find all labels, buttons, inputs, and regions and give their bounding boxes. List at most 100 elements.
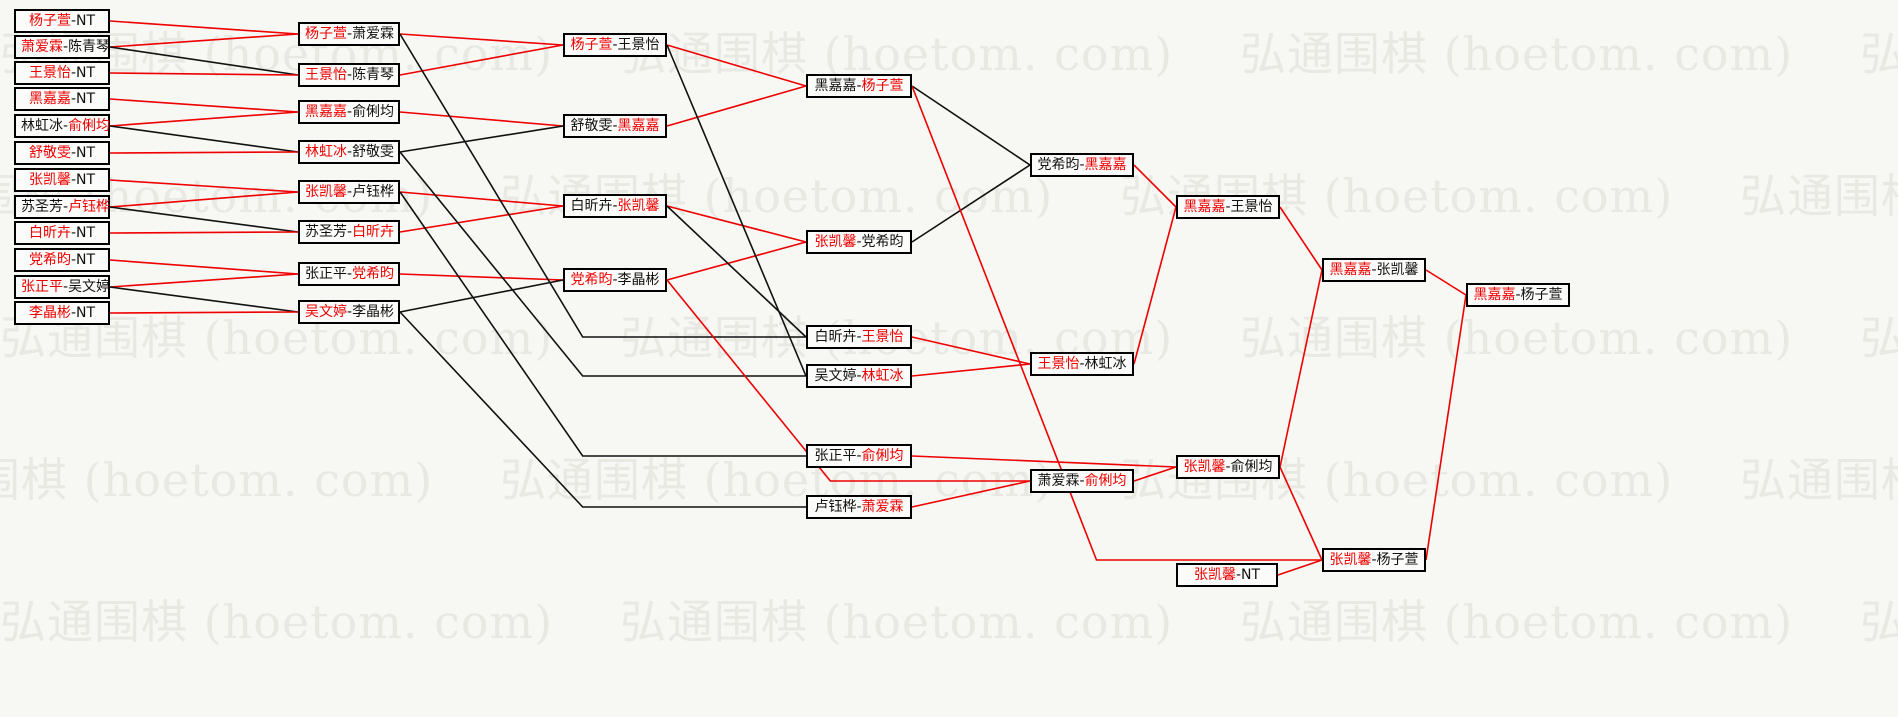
vs-separator: - (1079, 157, 1085, 173)
player-right: 黑嘉嘉 (1084, 157, 1127, 173)
match-connector (109, 231, 299, 234)
match-node[interactable]: 王景怡-林虹冰 (1030, 352, 1134, 376)
match-node[interactable]: 林虹冰-舒敬雯 (298, 140, 400, 164)
vs-separator: - (1371, 262, 1377, 278)
match-node[interactable]: 萧爱霖-俞俐均 (1030, 469, 1134, 493)
match-node[interactable]: 吴文婷-李晶彬 (298, 300, 400, 324)
match-node[interactable]: 萧爱霖-陈青琴 (14, 35, 110, 59)
match-node[interactable]: 黑嘉嘉-杨子萱 (806, 74, 912, 98)
player-left: 舒敬雯 (28, 145, 71, 161)
player-right: 王景怡 (617, 37, 660, 53)
player-left: 吴文婷 (814, 368, 857, 384)
player-left: 张正平 (305, 266, 347, 282)
match-node[interactable]: 党希昀-李晶彬 (563, 268, 667, 292)
player-right: NT (76, 172, 96, 188)
match-connector (109, 206, 299, 233)
match-node[interactable]: 张正平-党希昀 (298, 262, 400, 286)
match-connector (399, 111, 564, 127)
vs-separator: - (1371, 552, 1377, 568)
vs-separator: - (63, 279, 69, 295)
player-right: 卢钰桦 (352, 184, 395, 200)
player-right: 党希昀 (861, 234, 904, 250)
match-connector (399, 191, 564, 207)
match-node[interactable]: 张凯馨-NT (14, 168, 110, 192)
match-connector (911, 85, 1031, 166)
player-left: 张凯馨 (1183, 459, 1226, 475)
player-left: 杨子萱 (570, 37, 613, 53)
vs-separator: - (347, 144, 353, 160)
match-node[interactable]: 苏圣芳-白昕卉 (298, 220, 400, 244)
match-connector (109, 311, 299, 314)
player-left: 吴文婷 (305, 304, 347, 320)
vs-separator: - (347, 26, 353, 42)
match-connector (666, 205, 807, 338)
vs-separator: - (70, 225, 77, 241)
match-node[interactable]: 黑嘉嘉-杨子萱 (1466, 283, 1570, 307)
vs-separator: - (856, 329, 862, 345)
vs-separator: - (1225, 199, 1231, 215)
match-node[interactable]: 张凯馨-杨子萱 (1322, 548, 1426, 572)
match-node[interactable]: 卢钰桦-萧爱霖 (806, 495, 912, 519)
match-node[interactable]: 张凯馨-党希昀 (806, 230, 912, 254)
match-connector (399, 279, 564, 313)
match-node[interactable]: 张凯馨-NT (1176, 563, 1278, 587)
player-right: 俞俐均 (861, 448, 904, 464)
match-node[interactable]: 黑嘉嘉-王景怡 (1176, 195, 1280, 219)
match-node[interactable]: 王景怡-NT (14, 61, 110, 85)
match-connector (1279, 269, 1323, 468)
match-connector (399, 273, 564, 281)
player-right: 萧爱霖 (861, 499, 904, 515)
match-node[interactable]: 白昕卉-王景怡 (806, 325, 912, 349)
match-node[interactable]: 舒敬雯-NT (14, 141, 110, 165)
match-connector (399, 151, 806, 377)
match-node[interactable]: 张正平-俞俐均 (806, 444, 912, 468)
vs-separator: - (1225, 459, 1231, 475)
match-connector (666, 205, 807, 243)
match-node[interactable]: 杨子萱-NT (14, 9, 110, 33)
player-left: 党希昀 (570, 272, 613, 288)
match-node[interactable]: 舒敬雯-黑嘉嘉 (563, 114, 667, 138)
match-node[interactable]: 苏圣芳-卢钰桦 (14, 195, 110, 219)
match-node[interactable]: 张正平-吴文婷 (14, 275, 110, 299)
match-node[interactable]: 黑嘉嘉-张凯馨 (1322, 258, 1426, 282)
match-node[interactable]: 白昕卉-NT (14, 221, 110, 245)
player-left: 张凯馨 (1193, 567, 1236, 583)
vs-separator: - (347, 67, 353, 83)
match-connector (109, 46, 299, 76)
match-connector (399, 191, 806, 457)
player-left: 杨子萱 (28, 13, 71, 29)
match-node[interactable]: 黑嘉嘉-NT (14, 87, 110, 111)
match-node[interactable]: 杨子萱-王景怡 (563, 33, 667, 57)
match-node[interactable]: 林虹冰-俞俐均 (14, 114, 110, 138)
match-connector (911, 363, 1031, 377)
match-connector (399, 33, 564, 46)
player-left: 张正平 (814, 448, 857, 464)
player-right: 林虹冰 (1084, 356, 1127, 372)
vs-separator: - (347, 224, 353, 240)
match-node[interactable]: 黑嘉嘉-俞俐均 (298, 100, 400, 124)
vs-separator: - (63, 199, 69, 215)
match-connector (666, 44, 807, 377)
match-node[interactable]: 党希昀-NT (14, 248, 110, 272)
player-right: NT (1241, 567, 1261, 583)
match-connector (109, 20, 299, 35)
match-node[interactable]: 杨子萱-萧爱霖 (298, 22, 400, 46)
player-right: 王景怡 (1230, 199, 1273, 215)
match-node[interactable]: 白昕卉-张凯馨 (563, 194, 667, 218)
vs-separator: - (347, 104, 353, 120)
match-node[interactable]: 王景怡-陈青琴 (298, 63, 400, 87)
player-right: NT (76, 305, 96, 321)
match-node[interactable]: 张凯馨-俞俐均 (1176, 455, 1280, 479)
match-node[interactable]: 李晶彬-NT (14, 301, 110, 325)
match-node[interactable]: 党希昀-黑嘉嘉 (1030, 153, 1134, 177)
player-right: NT (76, 225, 96, 241)
player-right: NT (76, 252, 96, 268)
vs-separator: - (1235, 567, 1242, 583)
match-node[interactable]: 张凯馨-卢钰桦 (298, 180, 400, 204)
match-connector (399, 311, 806, 508)
match-node[interactable]: 吴文婷-林虹冰 (806, 364, 912, 388)
match-connector (109, 151, 299, 154)
player-right: 俞俐均 (1230, 459, 1273, 475)
match-connector (109, 111, 299, 127)
